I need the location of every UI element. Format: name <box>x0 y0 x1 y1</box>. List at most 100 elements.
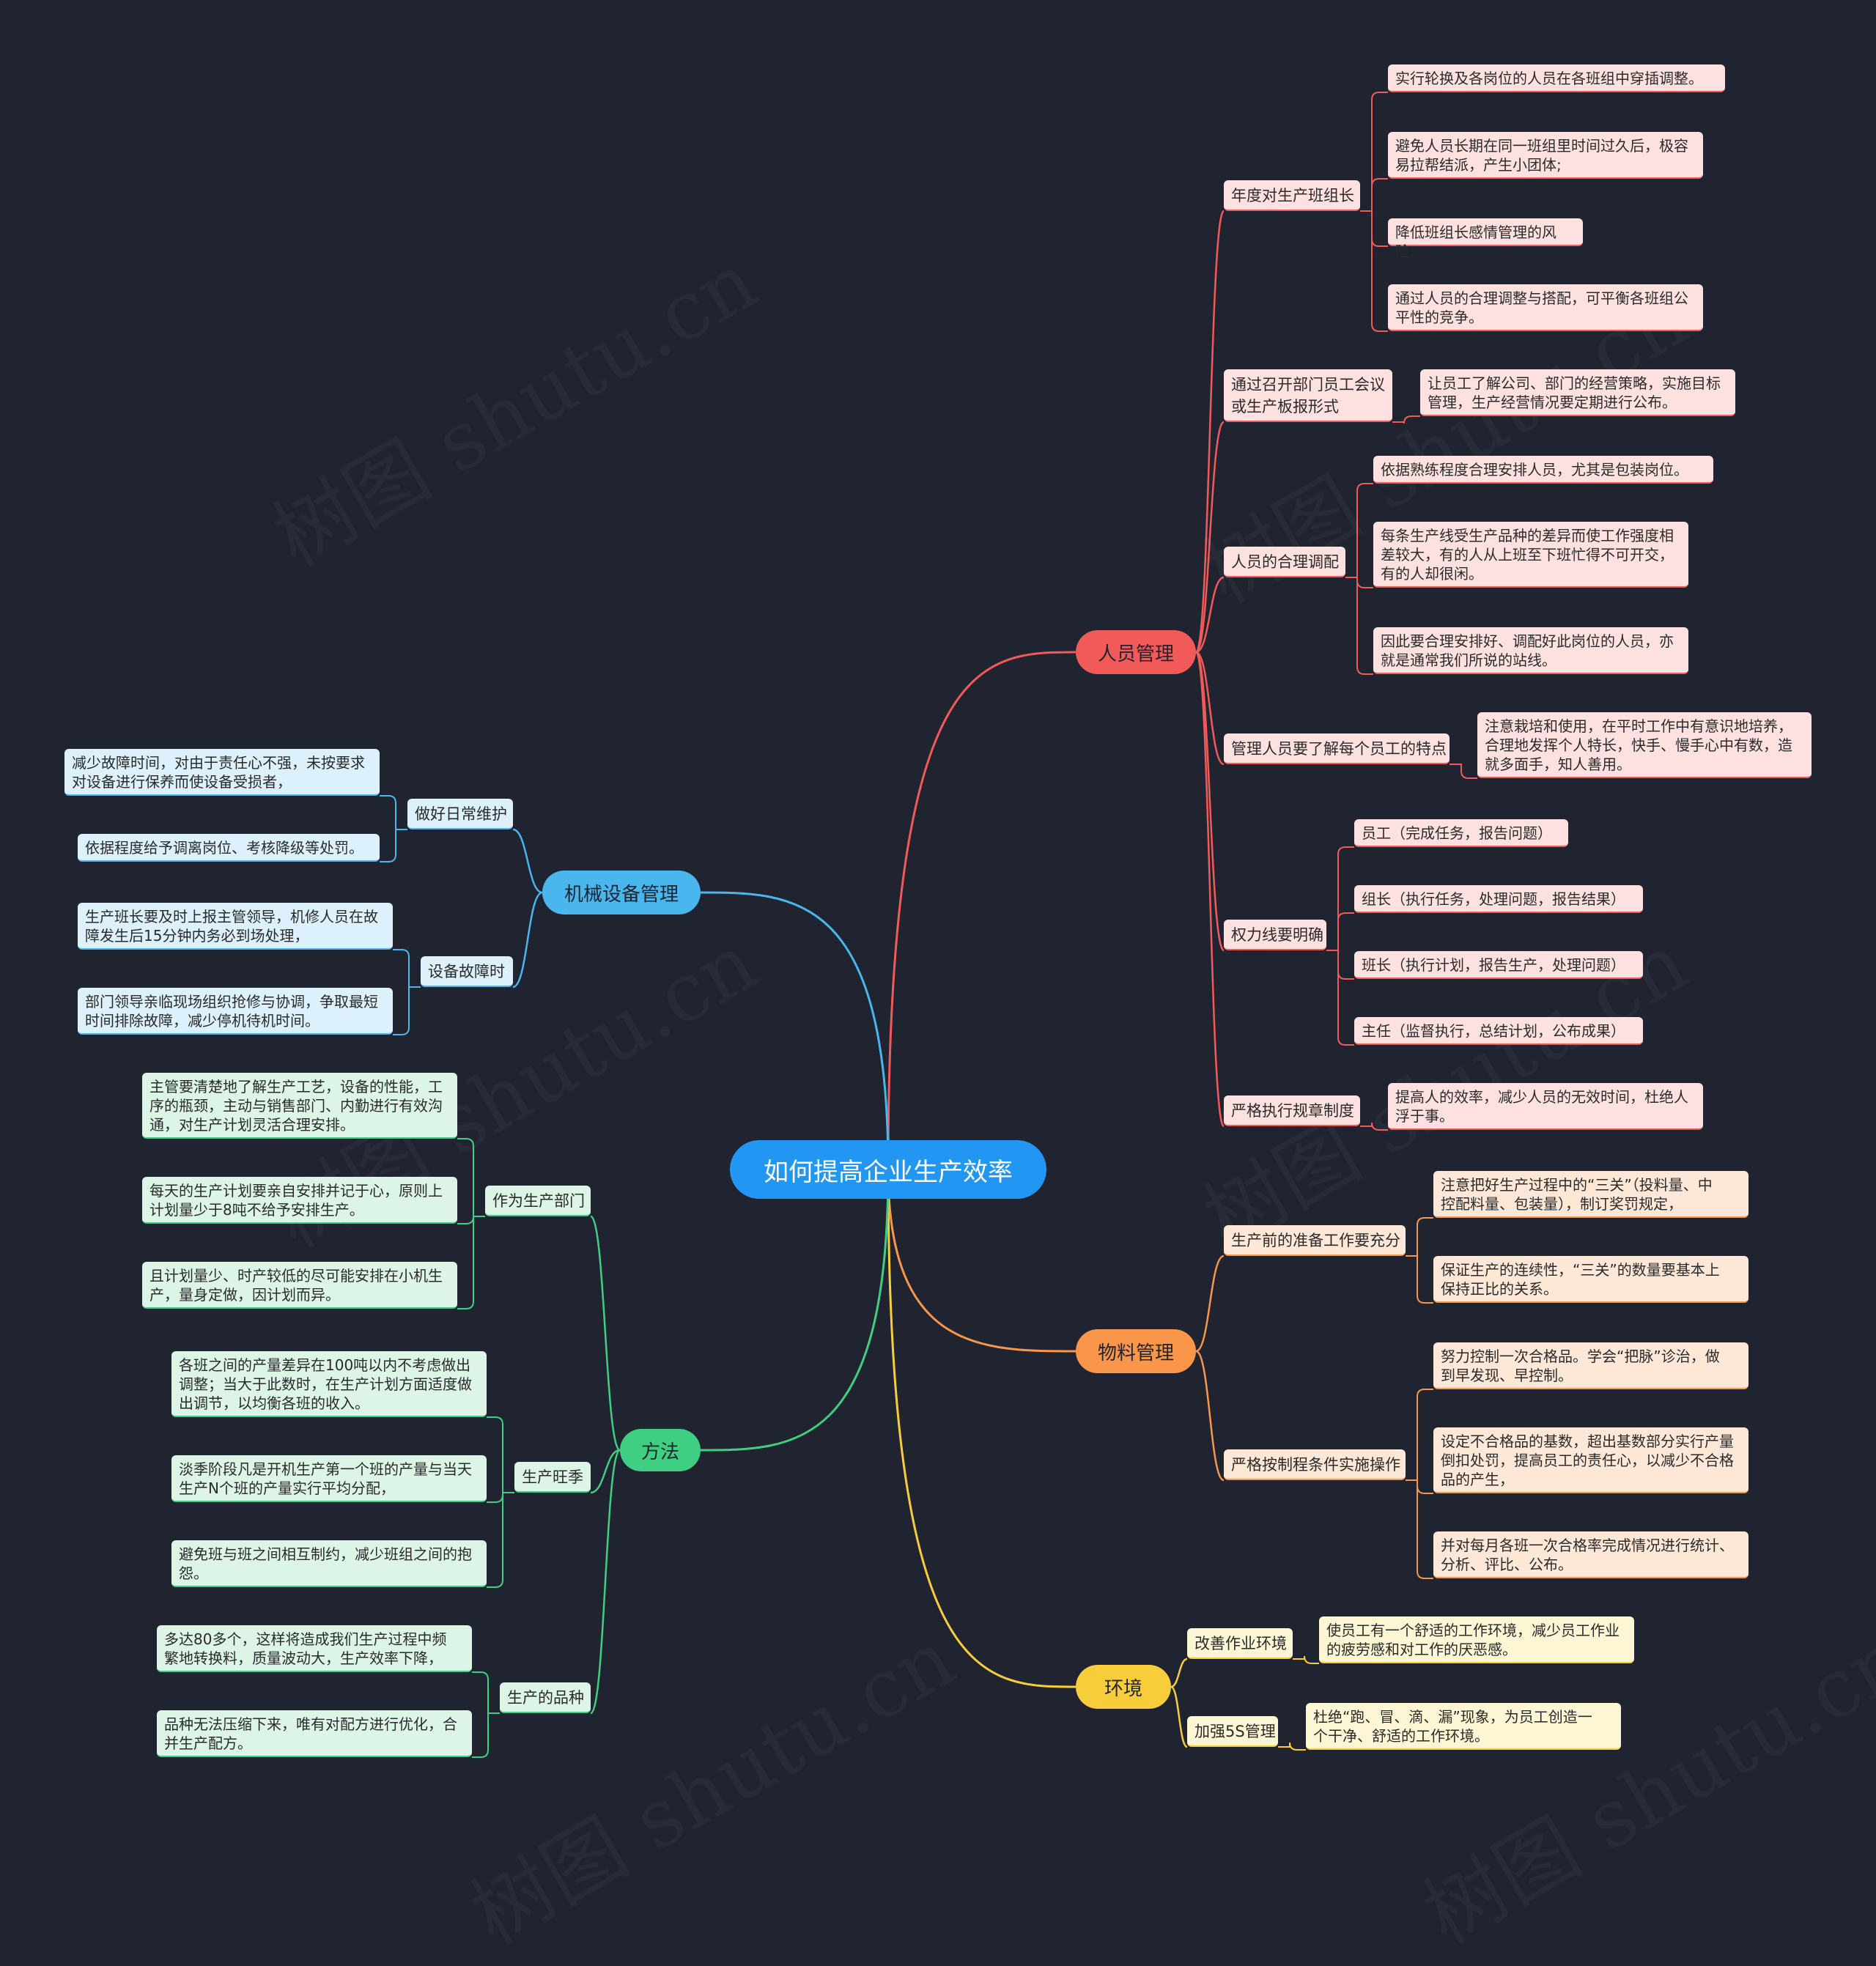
connector-line <box>1406 1479 1433 1579</box>
leaf-text-line: 就是通常我们所说的站线。 <box>1381 651 1556 669</box>
connector-line <box>1360 92 1388 212</box>
leaf-text-line: 使员工有一个舒适的工作环境，减少员工作业 <box>1326 1622 1620 1639</box>
branch-jixie[interactable]: 机械设备管理 <box>542 871 701 914</box>
subtopic[interactable]: 年度对生产班组长 <box>1224 180 1360 211</box>
subtopic[interactable]: 人员的合理调配 <box>1224 547 1345 577</box>
subtopic[interactable]: 改善作业环境 <box>1187 1628 1293 1659</box>
connector-line <box>700 891 890 1170</box>
root-topic[interactable]: 如何提高企业生产效率 <box>730 1140 1046 1199</box>
leaf-note: 避免班与班之间相互制约，减少班组之间的抱怨。 <box>171 1540 487 1587</box>
subtopic[interactable]: 通过召开部门员工会议或生产板报形式 <box>1224 369 1392 422</box>
connector-line <box>1194 210 1225 654</box>
subtopic[interactable]: 加强5S管理 <box>1187 1716 1278 1747</box>
connector-line <box>512 891 543 988</box>
connector-line <box>589 1449 621 1715</box>
leaf-text-line: 组长（执行任务，处理问题，报告结果） <box>1362 890 1625 908</box>
leaf-text-line: 让员工了解公司、部门的经营策略，实施目标 <box>1428 374 1721 392</box>
leaf-text-line: 就多面手，知人善用。 <box>1485 755 1631 773</box>
leaf-text-line: 依据程度给予调离岗位、考核降级等处罚。 <box>85 839 363 857</box>
connector-line <box>1360 1122 1388 1131</box>
connector-line <box>472 1671 500 1714</box>
leaf-note: 生产班长要及时上报主管领导，机修人员在故障发生后15分钟内务必到场处理， <box>78 903 393 950</box>
leaf-note: 每天的生产计划要亲自安排并记于心，原则上计划量少于8吨不给予安排生产。 <box>142 1177 457 1224</box>
leaf-note: 多达80多个，这样将造成我们生产过程中频繁地转换料，质量波动大，生产效率下降， <box>157 1625 472 1672</box>
leaf-text-line: 的疲劳感和对工作的厌恶感。 <box>1326 1641 1517 1658</box>
leaf-text-line: 主任（监督执行，总结计划，公布成果） <box>1362 1022 1625 1040</box>
leaf-note: 班长（执行计划，报告生产，处理问题） <box>1354 951 1643 979</box>
subtopic[interactable]: 管理人员要了解每个员工的特点 <box>1224 733 1450 764</box>
branch-huanjing[interactable]: 环境 <box>1076 1665 1171 1709</box>
leaf-text-line: 调整；当大于此数时，在生产计划方面适度做 <box>179 1375 472 1393</box>
leaf-note: 让员工了解公司、部门的经营策略，实施目标管理，生产经营情况要定期进行公布。 <box>1420 369 1735 416</box>
connector-line <box>1194 421 1225 654</box>
connector-lines <box>380 92 1477 1758</box>
leaf-note: 避免人员长期在同一班组里时间过久后，极容易拉帮结派，产生小团体; <box>1388 132 1703 179</box>
leaf-note: 每条生产线受生产品种的差异而使工作强度相差较大，有的人从上班至下班忙得不可开交，… <box>1373 522 1688 588</box>
connector-line <box>457 1216 485 1224</box>
leaf-text-line: 实行轮换及各岗位的人员在各班组中穿插调整。 <box>1395 70 1703 87</box>
subtopic[interactable]: 设备故障时 <box>421 956 513 987</box>
subtopic[interactable]: 做好日常维护 <box>407 799 513 829</box>
subtopic[interactable]: 生产的品种 <box>500 1682 591 1713</box>
leaf-note: 注意把好生产过程中的“三关”（投料量、中控配料量、包装量），制订奖罚规定， <box>1433 1171 1748 1218</box>
leaf-text-line: 合理地发挥个人特长，快手、慢手心中有数，造 <box>1485 736 1792 754</box>
connector-line <box>1195 576 1225 654</box>
leaf-note: 提高人的效率，减少人员的无效时间，杜绝人浮于事。 <box>1388 1083 1703 1130</box>
connector-line <box>512 828 543 894</box>
branch-renyuan[interactable]: 人员管理 <box>1076 630 1196 674</box>
connector-line <box>393 986 421 1035</box>
subtopic[interactable]: 作为生产部门 <box>485 1186 591 1216</box>
connector-line <box>1293 1655 1319 1664</box>
connector-line <box>1195 1254 1225 1353</box>
leaf-note: 淡季阶段凡是开机生产第一个班的产量与当天生产N个班的产量实行平均分配， <box>171 1455 487 1502</box>
leaf-note: 依据程度给予调离岗位、考核降级等处罚。 <box>78 834 380 862</box>
leaf-text-line: 到早发现、早控制。 <box>1441 1367 1573 1384</box>
leaf-text-line: 出调节，以均衡各班的收入。 <box>179 1394 369 1412</box>
leaf-text-line: 品的产生， <box>1441 1471 1514 1488</box>
subtopic[interactable]: 严格按制程条件实施操作 <box>1224 1449 1406 1480</box>
connector-line <box>457 1216 485 1309</box>
leaf-text-line: 员工（完成任务，报告问题） <box>1362 824 1552 842</box>
leaf-text-line: 减少故障时间，对由于责任心不强，未按要求 <box>72 754 365 772</box>
leaf-text-line: 对设备进行保养而使设备受损者， <box>72 773 292 791</box>
leaf-text-line: 倒扣处罚，提高员工的责任心，以减少不合格 <box>1441 1452 1734 1469</box>
connector-line <box>1194 651 1225 1128</box>
leaf-note: 杜绝“跑、冒、滴、漏”现象，为员工创造一个干净、舒适的工作环境。 <box>1306 1703 1621 1750</box>
leaf-note: 品种无法压缩下来，唯有对配方进行优化，合并生产配方。 <box>157 1710 472 1757</box>
connector-line <box>1278 1742 1306 1751</box>
connector-line <box>393 949 421 988</box>
subtopic[interactable]: 生产旺季 <box>514 1462 591 1493</box>
leaf-text-line: 繁地转换料，质量波动大，生产效率下降， <box>164 1649 443 1667</box>
leaf-text-line: 易拉帮结派，产生小团体; <box>1395 156 1562 174</box>
connector-line <box>380 829 407 862</box>
connector-line <box>1406 1217 1433 1257</box>
connector-line <box>487 1492 514 1503</box>
subtopic[interactable]: 严格执行规章制度 <box>1224 1095 1360 1126</box>
leaf-note: 降低班组长感情管理的风险; <box>1388 218 1583 260</box>
branch-wuliao[interactable]: 物料管理 <box>1076 1329 1196 1373</box>
leaf-note: 主管要清楚地了解生产工艺，设备的性能，工序的瓶颈，主动与销售部门、内勤进行有效沟… <box>142 1073 457 1139</box>
leaf-note: 各班之间的产量差异在100吨以内不考虑做出调整；当大于此数时，在生产计划方面适度… <box>171 1351 487 1417</box>
leaf-text-line: 障发生后15分钟内务必到场处理， <box>85 927 309 945</box>
leaf-text-line: 个干净、舒适的工作环境。 <box>1313 1727 1489 1745</box>
connector-line <box>887 1169 1077 1353</box>
leaf-note: 努力控制一次合格品。学会“把脉”诊治，做到早发现、早控制。 <box>1433 1342 1748 1389</box>
leaf-text-line: 时间排除故障，减少停机待机时间。 <box>85 1012 320 1030</box>
leaf-text-line: 平性的竞争。 <box>1395 308 1483 326</box>
leaf-text-line: 各班之间的产量差异在100吨以内不考虑做出 <box>179 1356 471 1374</box>
branch-fangfa[interactable]: 方法 <box>620 1429 701 1471</box>
connector-line <box>1345 577 1373 588</box>
connector-line <box>1170 1658 1188 1688</box>
subtopic[interactable]: 生产前的准备工作要充分 <box>1224 1225 1406 1256</box>
leaf-text-line: 注意把好生产过程中的“三关”（投料量、中 <box>1441 1176 1713 1194</box>
connector-line <box>1195 1350 1225 1482</box>
leaf-text-line: 淡季阶段凡是开机生产第一个班的产量与当天 <box>179 1460 472 1478</box>
connector-line <box>1406 1479 1433 1494</box>
connector-line <box>1450 764 1477 779</box>
leaf-text-line: 浮于事。 <box>1395 1107 1454 1125</box>
subtopic[interactable]: 权力线要明确 <box>1224 920 1326 950</box>
connector-line <box>887 651 1077 1170</box>
leaf-note: 实行轮换及各岗位的人员在各班组中穿插调整。 <box>1388 64 1725 92</box>
connector-line <box>1360 210 1388 332</box>
leaf-note: 使员工有一个舒适的工作环境，减少员工作业的疲劳感和对工作的厌恶感。 <box>1319 1616 1634 1663</box>
